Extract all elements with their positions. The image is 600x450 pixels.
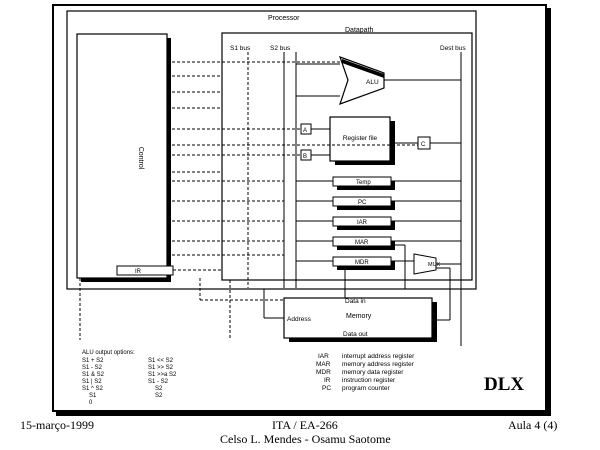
alu-ops-title: ALU output options: [82, 350, 135, 356]
alu-op-3b: S1 >>a S2 [148, 372, 177, 378]
memory-label: Memory [346, 313, 372, 320]
dest-bus-label: Dest bus [440, 45, 466, 52]
alu-op-6a: S1 [89, 393, 97, 399]
pc-label: PC [358, 200, 367, 206]
mux-shape [413, 253, 437, 275]
alu-op-2a: S1 - S2 [82, 365, 103, 371]
footer-authors: Celso L. Mendes - Osamu Saotome [220, 432, 391, 446]
temp-register: Temp [332, 176, 395, 190]
dlx-title: DLX [484, 374, 525, 395]
iar-label: IAR [357, 220, 368, 226]
alu-op-5b: S2 [155, 386, 163, 392]
control-signal-lines [167, 61, 418, 301]
legend-abbr-mar: MAR [316, 361, 331, 368]
footer-date: 15-março-1999 [20, 418, 94, 432]
legend-desc-iar: interrupt address register [342, 353, 415, 360]
register-file-box [329, 116, 391, 162]
alu-op-1b: S1 << S2 [148, 358, 174, 364]
alu-op-2b: S1 >> S2 [148, 365, 174, 371]
data-out-label: Data out [343, 331, 368, 338]
legend-abbr-pc: PC [322, 385, 331, 392]
legend-desc-mdr: memory data register [342, 369, 404, 376]
footer-course: ITA / EA-266 [272, 418, 338, 432]
legend-desc-ir: instruction register [342, 377, 396, 384]
mar-register: MAR [332, 236, 395, 250]
ir-box [116, 265, 174, 276]
mux-label: MUX [428, 262, 441, 268]
pc-register: PC [332, 196, 395, 210]
ir-label: IR [135, 269, 142, 275]
mdr-label: MDR [355, 260, 369, 266]
address-label: Address [287, 316, 312, 323]
alu-shadow [342, 59, 384, 78]
footer-page: Aula 4 (4) [508, 418, 558, 432]
alu-label: ALU [366, 79, 379, 86]
a-label: A [303, 128, 307, 134]
legend-abbr-mdr: MDR [316, 369, 331, 376]
s1-bus-label: S1 bus [230, 45, 251, 52]
c-label: C [421, 142, 426, 148]
alu-op-3a: S1 & S2 [82, 372, 105, 378]
temp-label: Temp [356, 180, 371, 186]
mdr-register: MDR [332, 256, 395, 270]
legend-abbr-iar: IAR [318, 353, 329, 360]
alu-ops-block: ALU output options: S1 + S2 S1 - S2 S1 &… [82, 350, 177, 406]
control-label: Control [137, 147, 144, 170]
s2-bus-label: S2 bus [270, 45, 291, 52]
alu-op-1a: S1 + S2 [82, 358, 104, 364]
alu-op-4b: S1 - S2 [148, 379, 169, 385]
register-legend: IAR interrupt address register MAR memor… [316, 353, 415, 392]
processor-label: Processor [268, 15, 300, 22]
control-box [76, 33, 168, 279]
datapath-box [221, 32, 473, 281]
legend-desc-pc: program counter [342, 385, 391, 392]
register-file-label: Register file [343, 135, 378, 142]
alu-op-6b: S2 [155, 393, 163, 399]
legend-desc-mar: memory address register [342, 361, 415, 368]
legend-abbr-ir: IR [324, 377, 331, 384]
data-in-label: Data in [345, 298, 366, 305]
memory-box [283, 297, 433, 339]
mar-label: MAR [355, 240, 369, 246]
b-label: B [303, 154, 307, 160]
alu-op-5a: S1 ^ S2 [82, 386, 103, 392]
alu-shape [339, 56, 385, 105]
alu-op-7a: 0 [89, 400, 93, 406]
iar-register: IAR [332, 216, 395, 230]
alu-op-4a: S1 | S2 [82, 379, 102, 385]
datapath-label: Datapath [345, 27, 374, 34]
